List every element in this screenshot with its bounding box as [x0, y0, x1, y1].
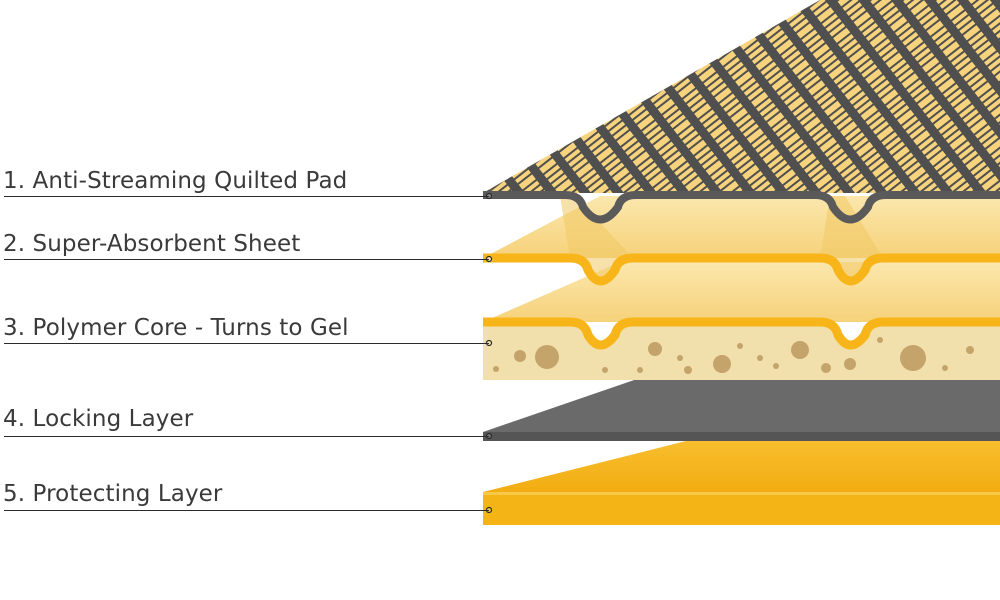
layer-label-4: 4. Locking Layer [3, 406, 194, 432]
leader-line-5 [4, 510, 489, 511]
gel-bubbles [493, 337, 974, 374]
locking-layer [483, 378, 1000, 441]
quilted-pad-layer [483, 0, 1000, 224]
leader-line-4 [4, 436, 489, 437]
layer-label-3: 3. Polymer Core - Turns to Gel [3, 315, 349, 341]
leader-line-3 [4, 343, 489, 344]
leader-line-2 [4, 259, 489, 260]
layer-label-2: 2. Super-Absorbent Sheet [3, 231, 301, 257]
polymer-core-layer [483, 262, 1000, 380]
leader-line-1 [4, 196, 489, 197]
layer-label-5: 5. Protecting Layer [3, 481, 223, 507]
protecting-layer [483, 440, 1000, 525]
layer-label-1: 1. Anti-Streaming Quilted Pad [3, 168, 348, 194]
